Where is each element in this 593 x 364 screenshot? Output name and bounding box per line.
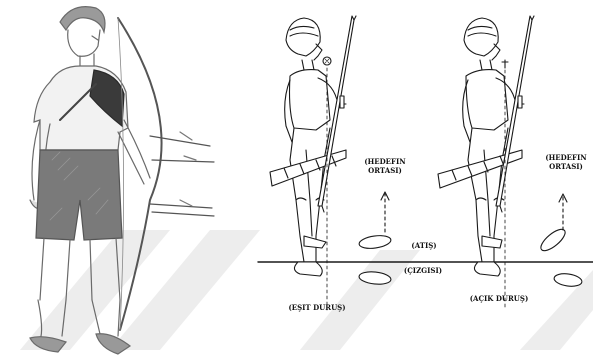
line-label: (ÇIZGISI) [396,266,450,275]
footprints-open [538,226,583,288]
open-stance-label: (AÇIK DURUŞ) [462,294,536,303]
target-center-label-left: (HEDEFIN ORTASI) [362,157,408,175]
shooting-label: (ATIŞ) [404,241,444,250]
even-stance-label: (EŞIT DURUŞ) [280,303,354,312]
target-label-line2: ORTASI) [540,162,592,171]
watermark-logo [20,230,593,350]
archer-figure-even-stance [270,16,356,310]
target-arrow-even [381,192,389,232]
target-label-line1: (HEDEFIN [362,157,408,166]
target-label-line1: (HEDEFIN [540,153,592,162]
target-label-line2: ORTASI) [362,166,408,175]
target-arrow-open [559,194,567,230]
archer-figure-open-stance [438,16,534,310]
target-center-label-right: (HEDEFIN ORTASI) [540,153,592,171]
